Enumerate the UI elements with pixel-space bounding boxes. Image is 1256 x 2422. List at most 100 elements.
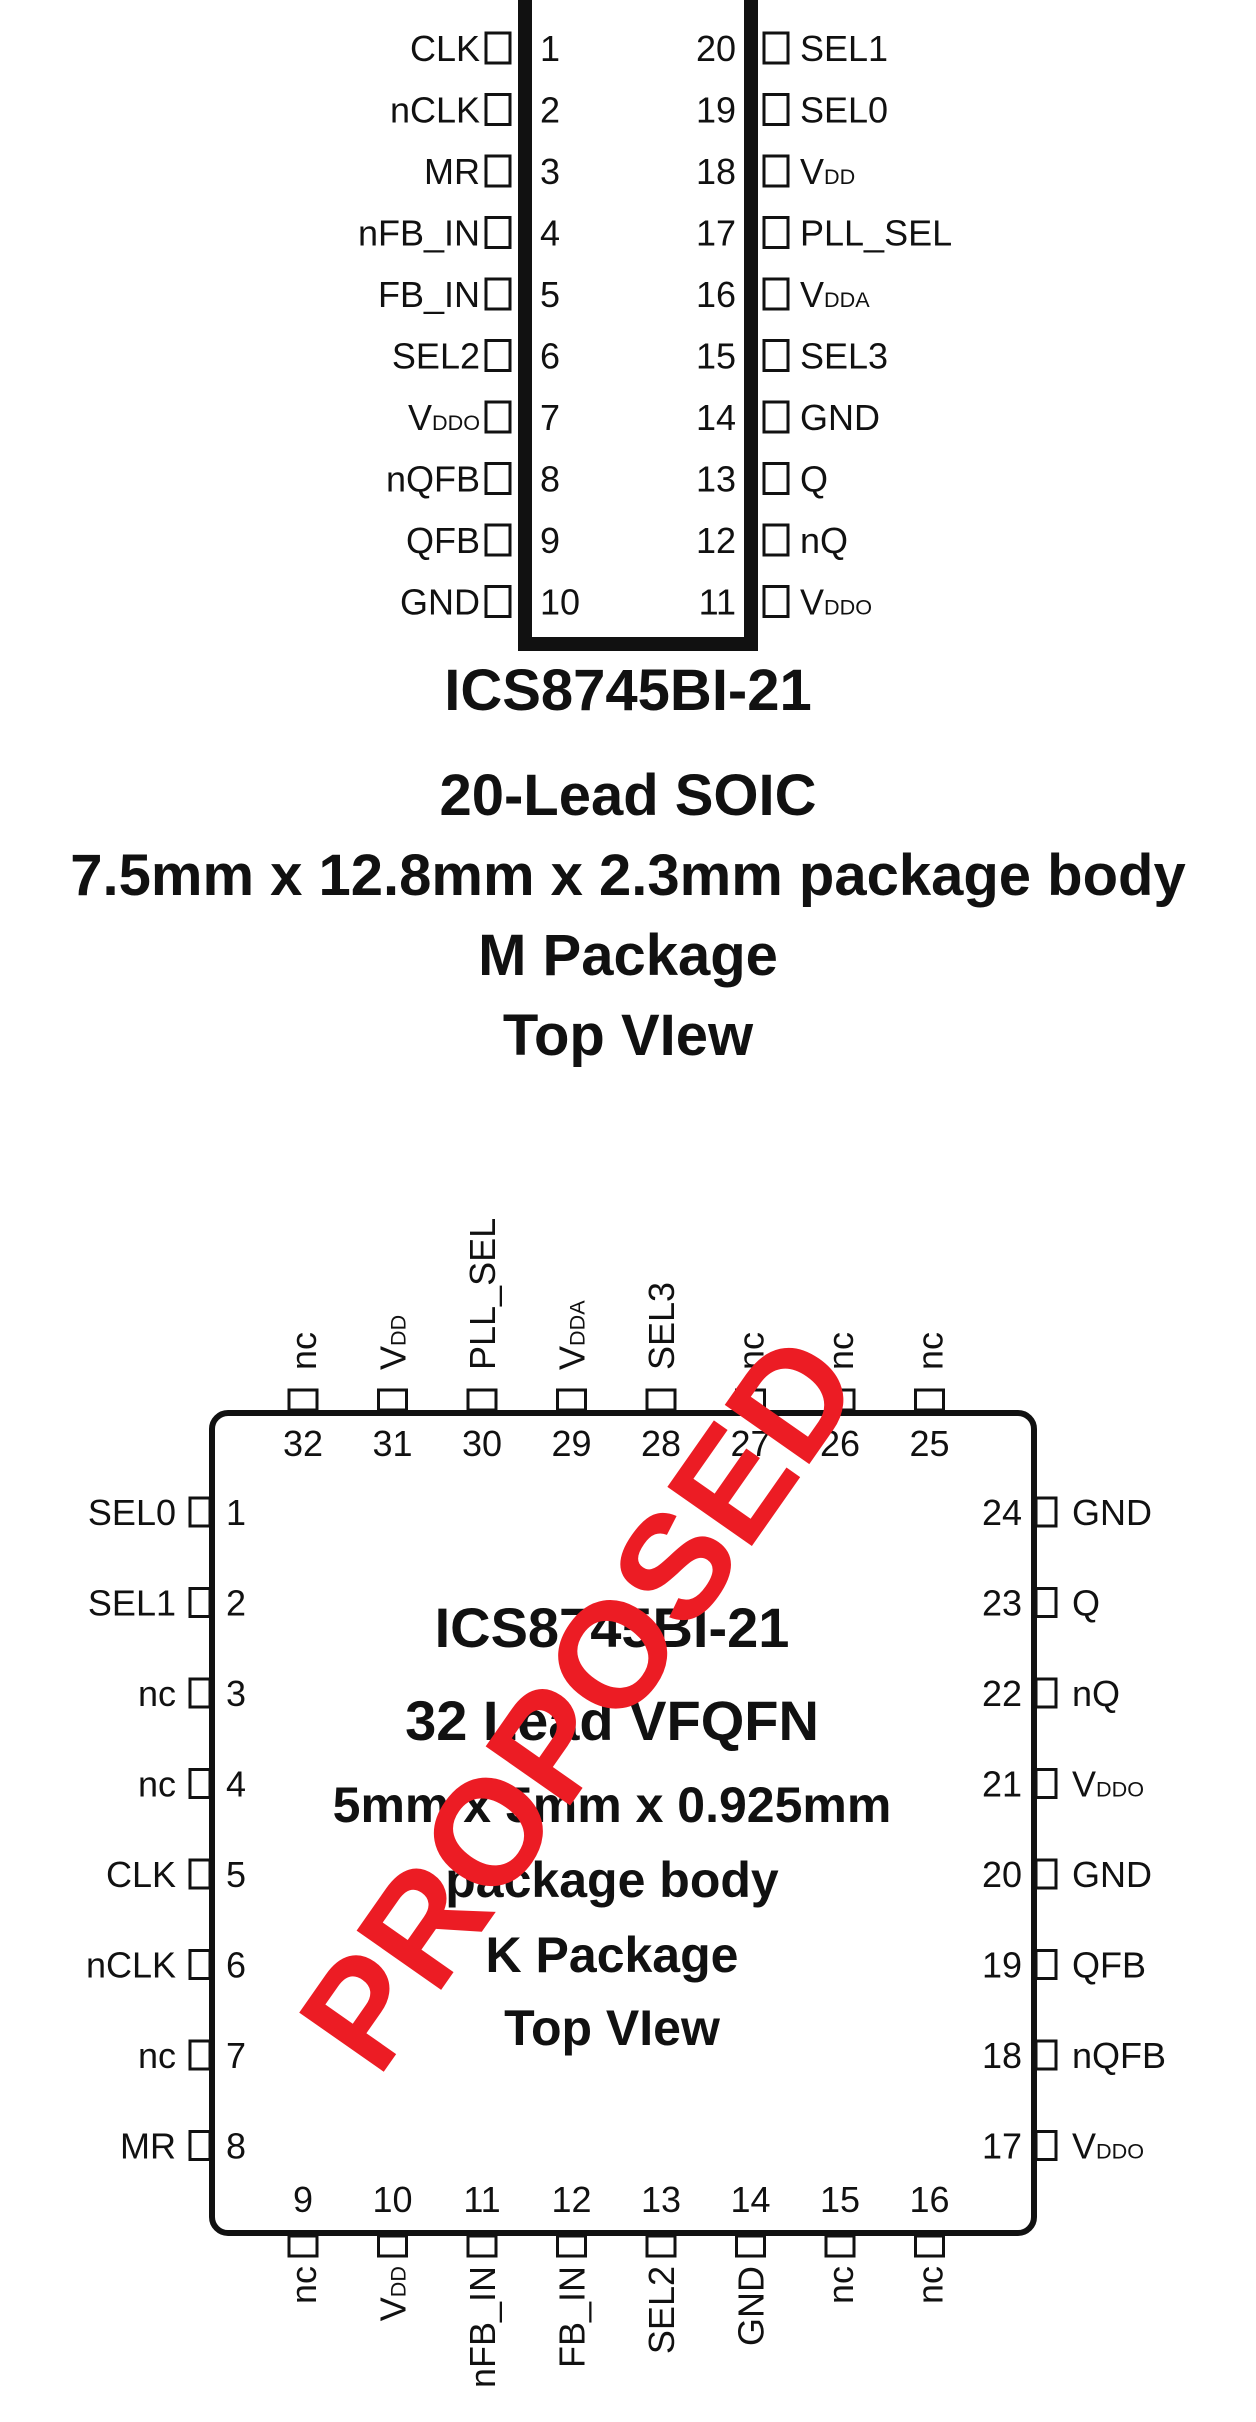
qfn-pin-3-label: nc (138, 1673, 176, 1714)
qfn-pin-19-number: 19 (982, 1945, 1022, 1986)
soic-pin-8-number: 8 (540, 459, 560, 500)
soic-package-body (518, 0, 758, 651)
qfn-pin-13-label: SEL2 (641, 2266, 682, 2354)
qfn-pin-2-label: SEL1 (88, 1583, 176, 1624)
soic-pin-4-number: 4 (540, 213, 560, 254)
qfn-pin-16-label: nc (910, 2266, 951, 2304)
soic-pin-lead (484, 585, 512, 618)
qfn-pin-23-number: 23 (982, 1583, 1022, 1624)
soic-pin-1-number: 1 (540, 28, 560, 69)
qfn-pin-lead (645, 1388, 677, 1412)
soic-pin-19-label: SEL0 (800, 90, 888, 131)
qfn-package-type: 32 Lead VFQFN (405, 1689, 819, 1752)
qfn-pin-32-label: nc (283, 1332, 324, 1370)
soic-pin-3-number: 3 (540, 151, 560, 192)
soic-pin-12-label: nQ (800, 520, 848, 561)
qfn-pin-27-number: 27 (730, 1423, 770, 1464)
soic-pin-lead (762, 400, 790, 434)
qfn-pin-21: 21 VDDO (982, 1764, 1144, 1805)
qfn-package-body (209, 1410, 1037, 2236)
qfn-pin-lead (188, 1768, 212, 1799)
soic-pin-16-number: 16 (696, 274, 736, 315)
qfn-pin-21-number: 21 (982, 1764, 1022, 1805)
qfn-pin-13-number: 13 (641, 2179, 681, 2220)
qfn-pin-8-number: 8 (226, 2126, 246, 2167)
qfn-pin-28-label: SEL3 (641, 1282, 682, 1370)
qfn-pin-5-label: CLK (106, 1854, 176, 1895)
qfn-pin-lead (735, 2234, 766, 2258)
qfn-pin-lead (188, 1496, 212, 1528)
soic-pin-18-label: VDD (800, 151, 855, 192)
qfn-pin-28-number: 28 (641, 1423, 681, 1464)
qfn-view-label: Top VIew (504, 2000, 720, 2056)
qfn-pin-21-label: VDDO (1072, 1764, 1144, 1805)
qfn-pin-18-label: nQFB (1072, 2035, 1166, 2076)
qfn-pin-25-number: 25 (909, 1423, 949, 1464)
qfn-pin-lead (1034, 1949, 1058, 1980)
soic-pin-lead (762, 462, 790, 495)
soic-pin-lead (762, 339, 790, 372)
soic-pin-lead (762, 216, 790, 249)
soic-pin-14-label: GND (800, 397, 880, 438)
qfn-pin-24-number: 24 (982, 1492, 1022, 1533)
qfn-pin-22-number: 22 (982, 1673, 1022, 1714)
soic-pin-18-number: 18 (696, 151, 736, 192)
soic-pin-1-label: CLK (410, 28, 480, 69)
qfn-pin-9-number: 9 (293, 2179, 313, 2220)
qfn-pin-17-number: 17 (982, 2126, 1022, 2167)
qfn-pin-7-number: 7 (226, 2035, 246, 2076)
qfn-package-code: K Package (486, 1927, 739, 1983)
qfn-pin-26-number: 26 (820, 1423, 860, 1464)
soic-pin-8-label: nQFB (386, 459, 480, 500)
soic-pin-4-label: nFB_IN (358, 213, 480, 254)
qfn-pin-31-number: 31 (372, 1423, 412, 1464)
qfn-pin-lead (1034, 1858, 1058, 1890)
qfn-pin-lead (824, 2234, 856, 2258)
qfn-pin-lead (188, 1677, 212, 1709)
soic-pin-5-label: FB_IN (378, 274, 480, 315)
soic-pin-1: CLK 1 (410, 28, 560, 69)
qfn-pin-30-label: PLL_SEL (462, 1218, 503, 1370)
soic-pin-lead (762, 523, 790, 557)
qfn-pin-lead (466, 1388, 498, 1412)
soic-pin-lead (484, 31, 512, 65)
soic-pin-6-label: SEL2 (392, 336, 480, 377)
qfn-pin-14-label: GND (731, 2266, 772, 2346)
qfn-pin-24-label: GND (1072, 1492, 1152, 1533)
qfn-pin-lead (645, 2234, 677, 2258)
qfn-pin-1-label: SEL0 (88, 1492, 176, 1533)
qfn-pin-lead (287, 2234, 319, 2258)
qfn-pin-lead (188, 1587, 212, 1618)
soic-package-type: 20-Lead SOIC (439, 763, 816, 828)
qfn-pin-lead (1034, 1677, 1058, 1709)
qfn-pin-20-number: 20 (982, 1854, 1022, 1895)
qfn-pin-9: 9nc (283, 2179, 324, 2304)
soic-pin-18: 18 VDD (696, 151, 855, 192)
qfn-pin-lead (466, 2234, 498, 2258)
qfn-pin-lead (1034, 2039, 1058, 2071)
soic-pin-lead (484, 216, 512, 249)
qfn-part-number: ICS8745BI-21 (435, 1596, 790, 1659)
soic-pin-2-label: nCLK (390, 90, 480, 131)
soic-pin-15-number: 15 (696, 336, 736, 377)
soic-pin-11-label: VDDO (800, 582, 872, 623)
